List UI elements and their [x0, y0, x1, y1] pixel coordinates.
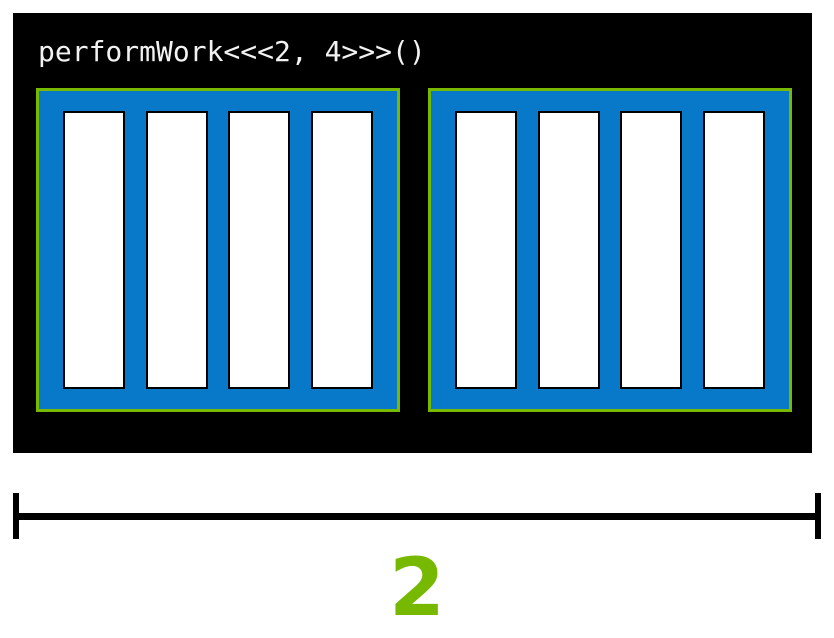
block-count-bracket — [13, 493, 821, 539]
thread-1-0 — [455, 111, 518, 389]
thread-1-3 — [702, 111, 765, 389]
thread-0-3 — [310, 111, 373, 389]
thread-0-0 — [63, 111, 126, 389]
kernel-launch-label: performWork<<<2, 4>>>() — [38, 35, 426, 68]
thread-block-1 — [428, 88, 792, 412]
bracket-span-line — [13, 513, 821, 520]
thread-0-2 — [228, 111, 291, 389]
thread-blocks-row — [36, 88, 792, 412]
kernel-stage: performWork<<<2, 4>>>() — [13, 13, 812, 453]
block-count-value: 2 — [389, 541, 445, 634]
thread-1-2 — [620, 111, 683, 389]
thread-block-0 — [36, 88, 400, 412]
bracket-cap-right — [815, 493, 821, 539]
thread-0-1 — [145, 111, 208, 389]
thread-1-1 — [537, 111, 600, 389]
